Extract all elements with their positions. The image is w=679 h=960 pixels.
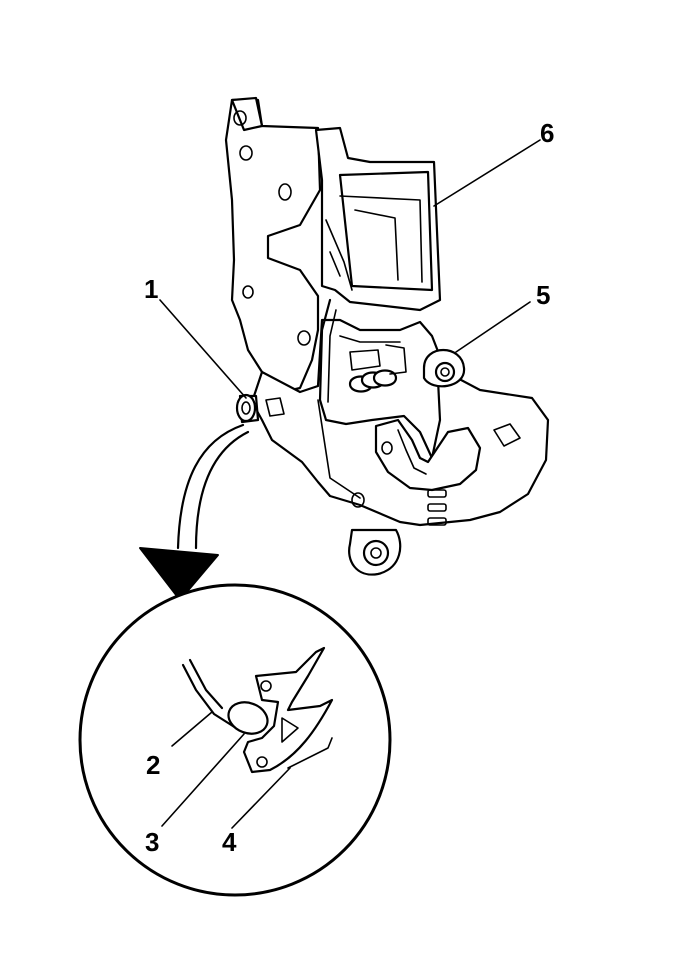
bolt-1 [235,393,260,424]
detail-arrow [139,423,250,601]
detail-view [78,583,392,897]
plate-hole [242,285,254,299]
actuator-rod [318,298,442,460]
latch-assembly [224,96,550,576]
callout-4: 4 [222,827,237,857]
mounting-plate [224,98,322,397]
callout-6: 6 [540,118,554,148]
callout-3: 3 [145,827,159,857]
bracket-inner [339,195,423,283]
callout-1: 1 [144,274,158,304]
plate-hole [278,183,292,201]
leader-3 [161,733,245,827]
spring-coil [348,344,407,393]
plate-hole [233,110,247,126]
leader-lines [159,139,541,829]
leader-4 [231,767,291,829]
leader-2 [171,711,213,747]
top-tab [230,96,264,132]
leader-6 [433,139,541,207]
callout-2: 2 [146,750,160,780]
plate-hole [239,145,253,161]
plate-hole [297,330,311,346]
latch-fork [374,418,482,492]
callout-5: 5 [536,280,550,310]
detail-bracket [242,646,334,774]
bolt-5 [434,361,456,383]
leader-1 [159,299,247,399]
bottom-bolt [362,539,390,567]
leader-5 [455,301,531,353]
bracket-window [338,170,434,292]
detail-bolt [227,701,269,735]
